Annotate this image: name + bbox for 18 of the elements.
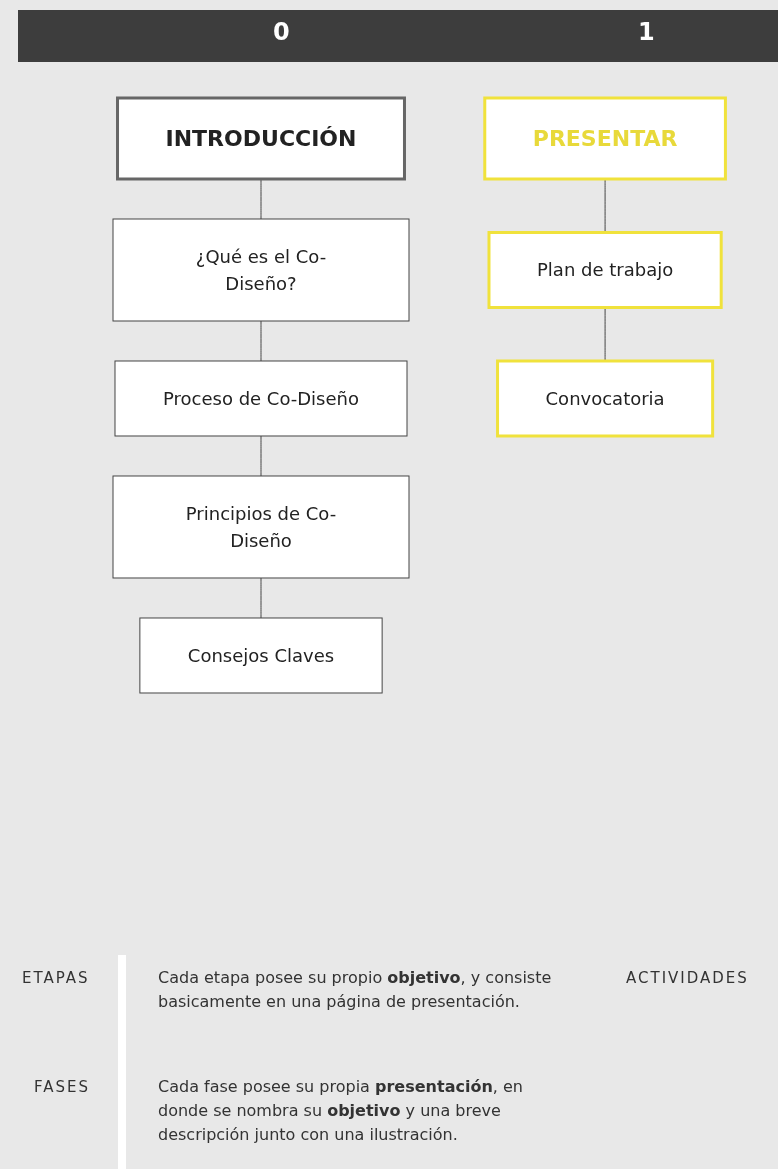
node-box: Plan de trabajo: [487, 231, 723, 309]
connector: [260, 320, 262, 362]
node-box: Consejos Claves: [139, 617, 383, 694]
description-text: Cada etapa posee su propio objetivo, y consiste basicamente en una página de presentación.: [158, 967, 553, 1013]
node-box: ¿Qué es el Co-Diseño?: [112, 218, 410, 322]
node-box: Proceso de Co-Diseño: [114, 360, 408, 437]
node-box: Principios de Co-Diseño: [112, 475, 410, 579]
node-box: INTRODUCCIÓN: [115, 96, 406, 181]
column-heading: ACTIVIDADES: [626, 968, 749, 989]
column-number: 1: [638, 18, 655, 46]
node-box: PRESENTAR: [483, 96, 727, 181]
row-heading: FASES: [34, 1077, 91, 1098]
column-number: 0: [273, 18, 290, 46]
row-heading: ETAPAS: [22, 968, 90, 989]
node-box: Convocatoria: [495, 359, 714, 438]
connector: [260, 577, 262, 619]
description-text: Cada fase posee su propia presentación, en donde se nombra su objetivo y una breve descripción junto con una ilustración.: [158, 1076, 524, 1146]
connector: [260, 435, 262, 477]
